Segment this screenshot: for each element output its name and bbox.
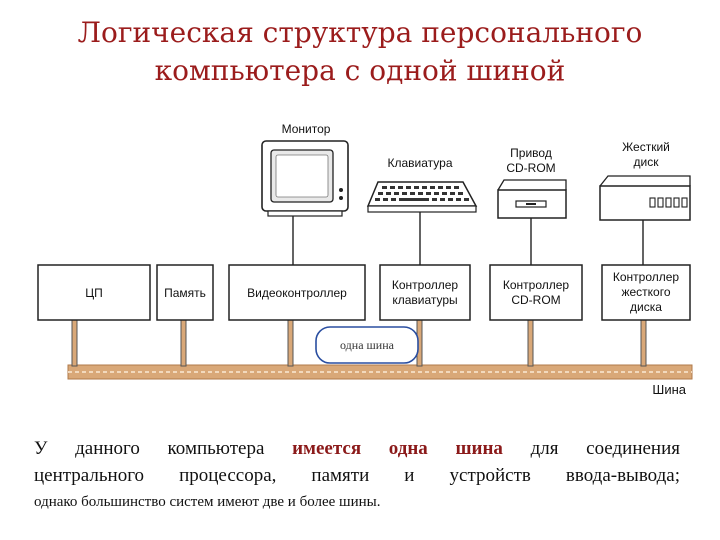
caption-part-1: У данного компьютера [34, 438, 293, 459]
title-line-1: Логическая структура персонального [77, 16, 643, 49]
cdrom-drive-icon [497, 179, 567, 219]
cpu-block: ЦП [37, 264, 151, 321]
hdd-controller-label-2: жесткого [621, 285, 670, 299]
slide-title: Логическая структура персонального компь… [0, 14, 720, 90]
video-controller-block: Видеоконтроллер [228, 264, 366, 321]
cdrom-controller-block: Контроллер CD-ROM [489, 264, 583, 321]
one-bus-callout: одна шина [315, 326, 419, 364]
monitor-icon [261, 140, 349, 217]
hdd-label-2: диск [634, 155, 660, 169]
keyboard-icon [366, 181, 478, 213]
keyboard-controller-block: Контроллер клавиатуры [379, 264, 471, 321]
title-line-2: компьютера с одной шиной [154, 54, 566, 87]
keyboard-label: Клавиатура [388, 156, 453, 170]
device-wires [292, 212, 644, 265]
cpu-label: ЦП [85, 286, 103, 300]
memory-label: Память [164, 286, 206, 300]
caption: У данного компьютера имеется одна шина д… [34, 435, 680, 513]
hdd-controller-block: Контроллер жесткого диска [601, 264, 691, 321]
monitor-label: Монитор [282, 122, 331, 136]
video-controller-label: Видеоконтроллер [247, 286, 347, 300]
cdrom-drive-label-1: Привод [510, 146, 552, 160]
hdd-controller-label-3: диска [630, 300, 662, 314]
hdd-label-1: Жесткий [622, 140, 670, 154]
hard-disk-icon [599, 175, 691, 221]
cdrom-drive-label-2: CD-ROM [506, 161, 555, 175]
caption-line-2: центрального процессора, памяти и устрой… [34, 465, 680, 486]
cdrom-controller-label-1: Контроллер [503, 278, 570, 292]
caption-part-2: для соединения [502, 438, 681, 459]
caption-line-3: однако большинство систем имеют две и бо… [34, 494, 381, 510]
caption-line-1: У данного компьютера имеется одна шина д… [34, 435, 680, 462]
caption-highlight: имеется одна шина [292, 438, 503, 459]
keyboard-controller-label-1: Контроллер [392, 278, 459, 292]
cdrom-controller-label-2: CD-ROM [511, 293, 560, 307]
memory-block: Память [156, 264, 214, 321]
hdd-controller-label-1: Контроллер [613, 270, 680, 284]
one-bus-callout-text: одна шина [340, 338, 395, 352]
bus-label: Шина [652, 382, 686, 397]
keyboard-controller-label-2: клавиатуры [392, 293, 457, 307]
